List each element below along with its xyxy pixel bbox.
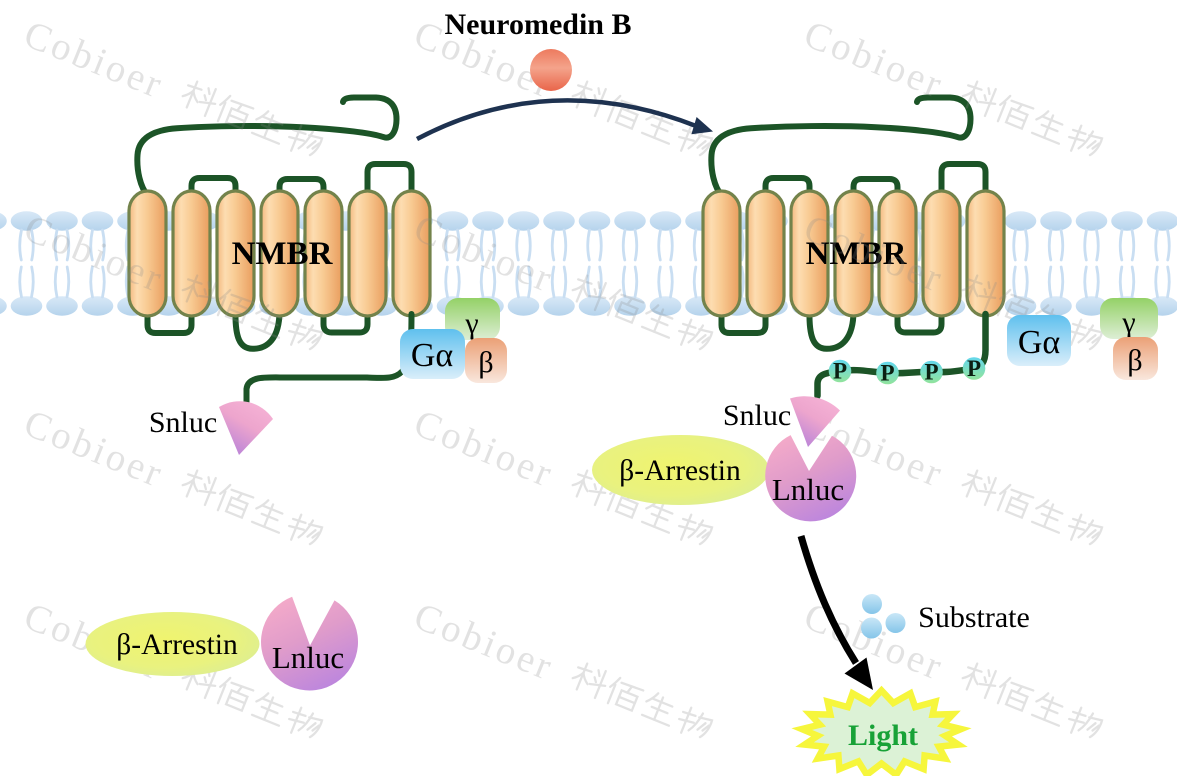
svg-text:Lnluc: Lnluc (272, 640, 344, 675)
svg-text:Light: Light (848, 719, 918, 752)
svg-text:NMBR: NMBR (232, 236, 334, 272)
svg-text:P: P (924, 360, 938, 385)
svg-text:γ: γ (1121, 306, 1135, 339)
svg-text:P: P (833, 359, 847, 384)
svg-text:β: β (478, 346, 493, 379)
svg-text:Substrate: Substrate (918, 601, 1030, 634)
svg-text:β-Arrestin: β-Arrestin (116, 629, 238, 661)
svg-text:γ: γ (464, 307, 478, 340)
svg-text:P: P (880, 361, 894, 386)
svg-text:Snluc: Snluc (149, 406, 217, 439)
svg-text:Snluc: Snluc (723, 399, 791, 432)
svg-text:Neuromedin B: Neuromedin B (445, 8, 632, 41)
svg-text:Gα: Gα (411, 337, 454, 374)
svg-text:Lnluc: Lnluc (772, 472, 844, 507)
svg-text:β-Arrestin: β-Arrestin (619, 455, 741, 487)
svg-text:P: P (967, 356, 981, 381)
svg-text:Gα: Gα (1018, 324, 1061, 361)
svg-text:β: β (1127, 344, 1142, 377)
